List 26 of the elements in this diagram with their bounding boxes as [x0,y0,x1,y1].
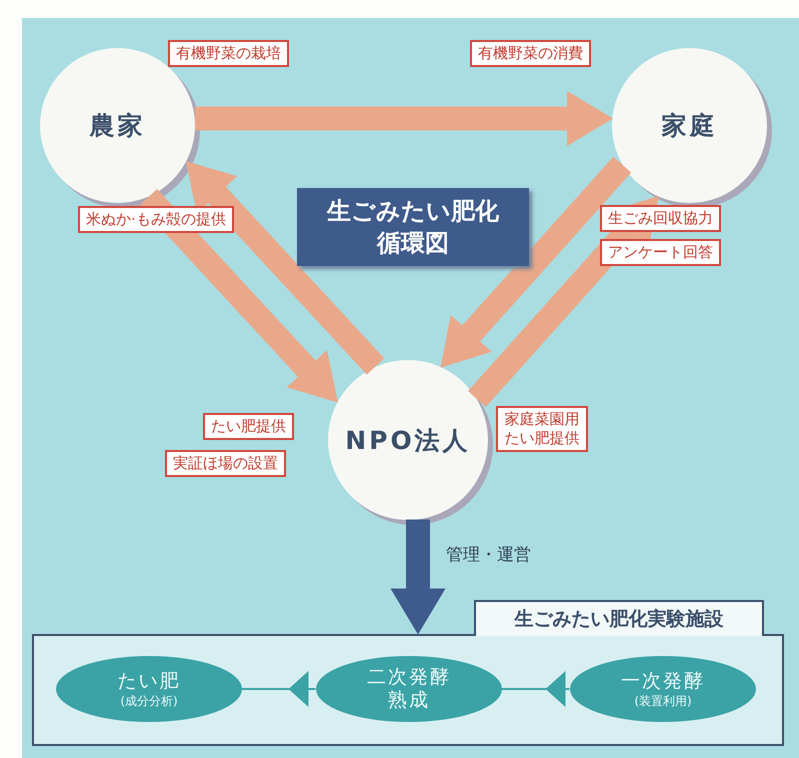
arrow [186,161,384,375]
process-note: (装置利用) [634,692,692,708]
arrow [139,188,338,403]
note-tag: たい肥提供 [203,413,294,440]
note-tag: 有機野菜の消費 [470,40,591,67]
title: 生ごみたい肥化循環図 [326,196,500,259]
edge-label: 管理・運営 [446,544,531,566]
arrow [195,91,613,146]
arrow [468,196,659,407]
circle-label: NPO法人 [345,424,471,456]
note-tag: アンケート回答 [600,239,721,266]
arrow [390,520,446,634]
note-tag: 家庭菜園用たい肥提供 [496,406,588,452]
process-note: (成分分析) [120,692,178,708]
circle-label: 家庭 [662,110,718,142]
arrow [242,671,316,707]
facility-heading: 生ごみたい肥化実験施設 [474,600,764,636]
note-tag: 実証ほ場の設置 [165,450,286,477]
process-label: たい肥 [116,670,182,692]
process-label: 一次発酵 [620,670,706,692]
arrow [502,671,570,707]
circle-label: 農家 [90,110,146,142]
note-tag: 有機野菜の栽培 [168,40,289,67]
note-tag: 生ごみ回収協力 [600,205,721,232]
process-label: 二次発酵熟成 [366,666,452,712]
note-tag: 米ぬか·もみ殻の提供 [78,206,234,233]
